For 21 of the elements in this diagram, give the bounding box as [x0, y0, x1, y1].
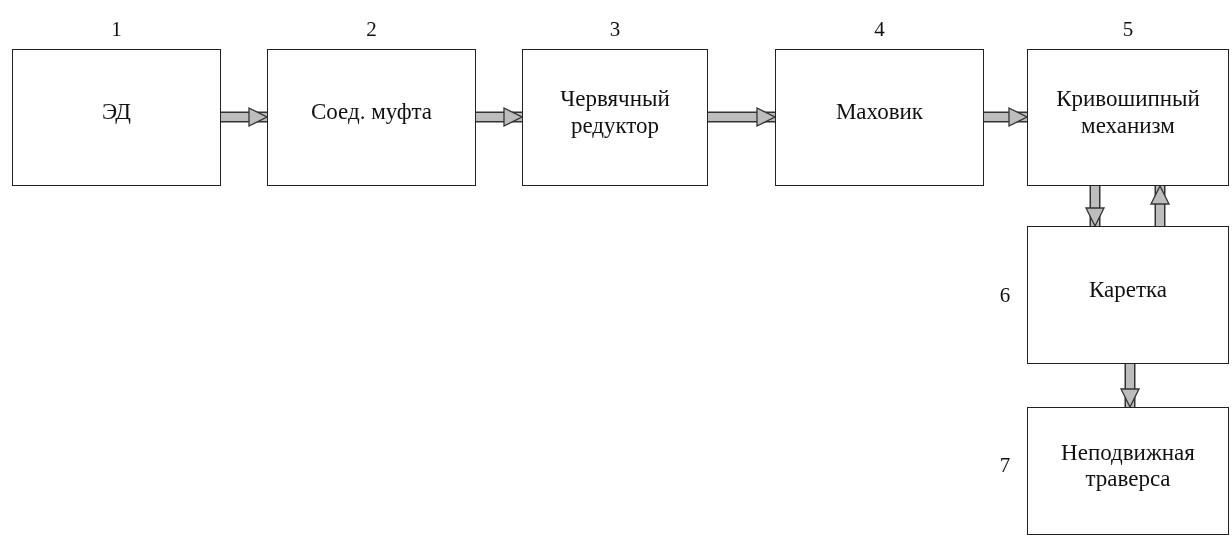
process-box [1027, 226, 1229, 364]
process-box [1027, 407, 1229, 535]
callout-number: 3 [609, 18, 621, 40]
box-label: Соед. муфта [310, 99, 433, 126]
callout-number: 2 [366, 18, 377, 40]
box-label: Каретка [1088, 276, 1167, 304]
box-label: Неподвижная траверса [1060, 439, 1196, 493]
callout-number: 4 [874, 18, 885, 40]
process-box [12, 49, 221, 186]
box-label: Червячный редуктор [559, 86, 671, 139]
box-label: ЭД [102, 99, 131, 126]
callout-number: 6 [999, 284, 1011, 306]
process-box [267, 49, 476, 186]
process-box [1027, 49, 1229, 186]
box-label: Маховик [835, 99, 924, 126]
process-box [522, 49, 708, 186]
box-label: Кривошипный механизм [1055, 86, 1201, 139]
callout-number: 7 [999, 454, 1011, 476]
callout-number: 5 [1122, 18, 1134, 40]
callout-number: 1 [111, 18, 122, 40]
process-box [775, 49, 984, 186]
